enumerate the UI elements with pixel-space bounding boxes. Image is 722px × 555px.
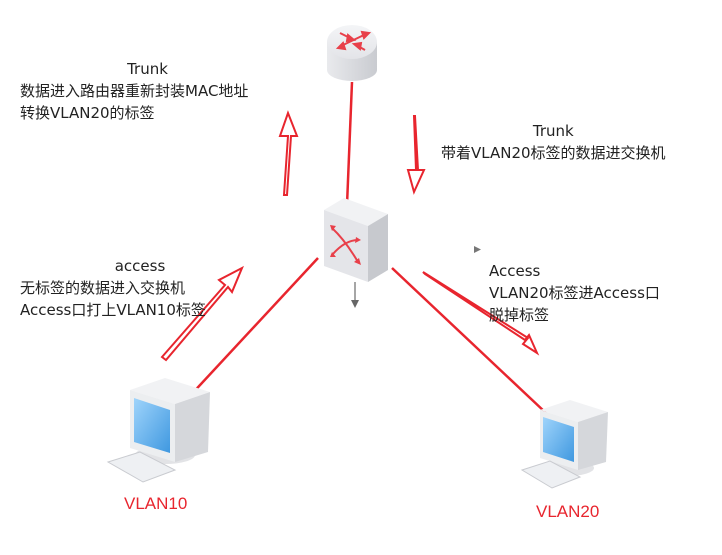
- link-router-switch: [345, 81, 354, 206]
- vlan-label-right: VLAN20: [536, 502, 600, 521]
- triangle-marker: [474, 246, 481, 253]
- annotation-line: 脱掉标签: [489, 306, 550, 324]
- arrow-up-to-router: [278, 110, 299, 196]
- arrow-down-to-pc-right: [422, 271, 540, 356]
- annotation-top-left: Trunk 数据进入路由器重新封装MAC地址 转换VLAN20的标签: [20, 58, 275, 124]
- downlink-marker: [351, 282, 359, 308]
- link-switch-pc-left: [187, 257, 319, 399]
- annotation-title: Access: [489, 262, 541, 280]
- vlan-label-left: VLAN10: [124, 494, 188, 513]
- annotation-line: VLAN20标签进Access口: [489, 284, 660, 302]
- link-switch-pc-right: [391, 267, 547, 414]
- annotation-title: access: [114, 257, 166, 275]
- pc-right-icon: [520, 400, 608, 489]
- annotation-line: Access口打上VLAN10标签: [20, 301, 206, 319]
- arrow-down-to-switch: [406, 115, 426, 195]
- annotation-top-right: Trunk 带着VLAN20标签的数据进交换机: [441, 120, 666, 164]
- annotation-bottom-left: access 无标签的数据进入交换机 Access口打上VLAN10标签: [20, 255, 260, 321]
- switch-icon: [324, 198, 388, 282]
- annotation-title: Trunk: [532, 122, 574, 140]
- annotation-bottom-right: Access VLAN20标签进Access口 脱掉标签: [489, 260, 660, 326]
- annotation-line: 转换VLAN20的标签: [20, 104, 155, 122]
- annotation-line: 带着VLAN20标签的数据进交换机: [441, 144, 666, 162]
- annotation-line: 无标签的数据进入交换机: [20, 279, 186, 297]
- router-icon: [327, 25, 377, 81]
- annotation-line: 数据进入路由器重新封装MAC地址: [20, 82, 249, 100]
- arrow-up-to-switch: [160, 265, 244, 362]
- pc-left-icon: [106, 378, 210, 483]
- annotation-title: Trunk: [127, 60, 168, 78]
